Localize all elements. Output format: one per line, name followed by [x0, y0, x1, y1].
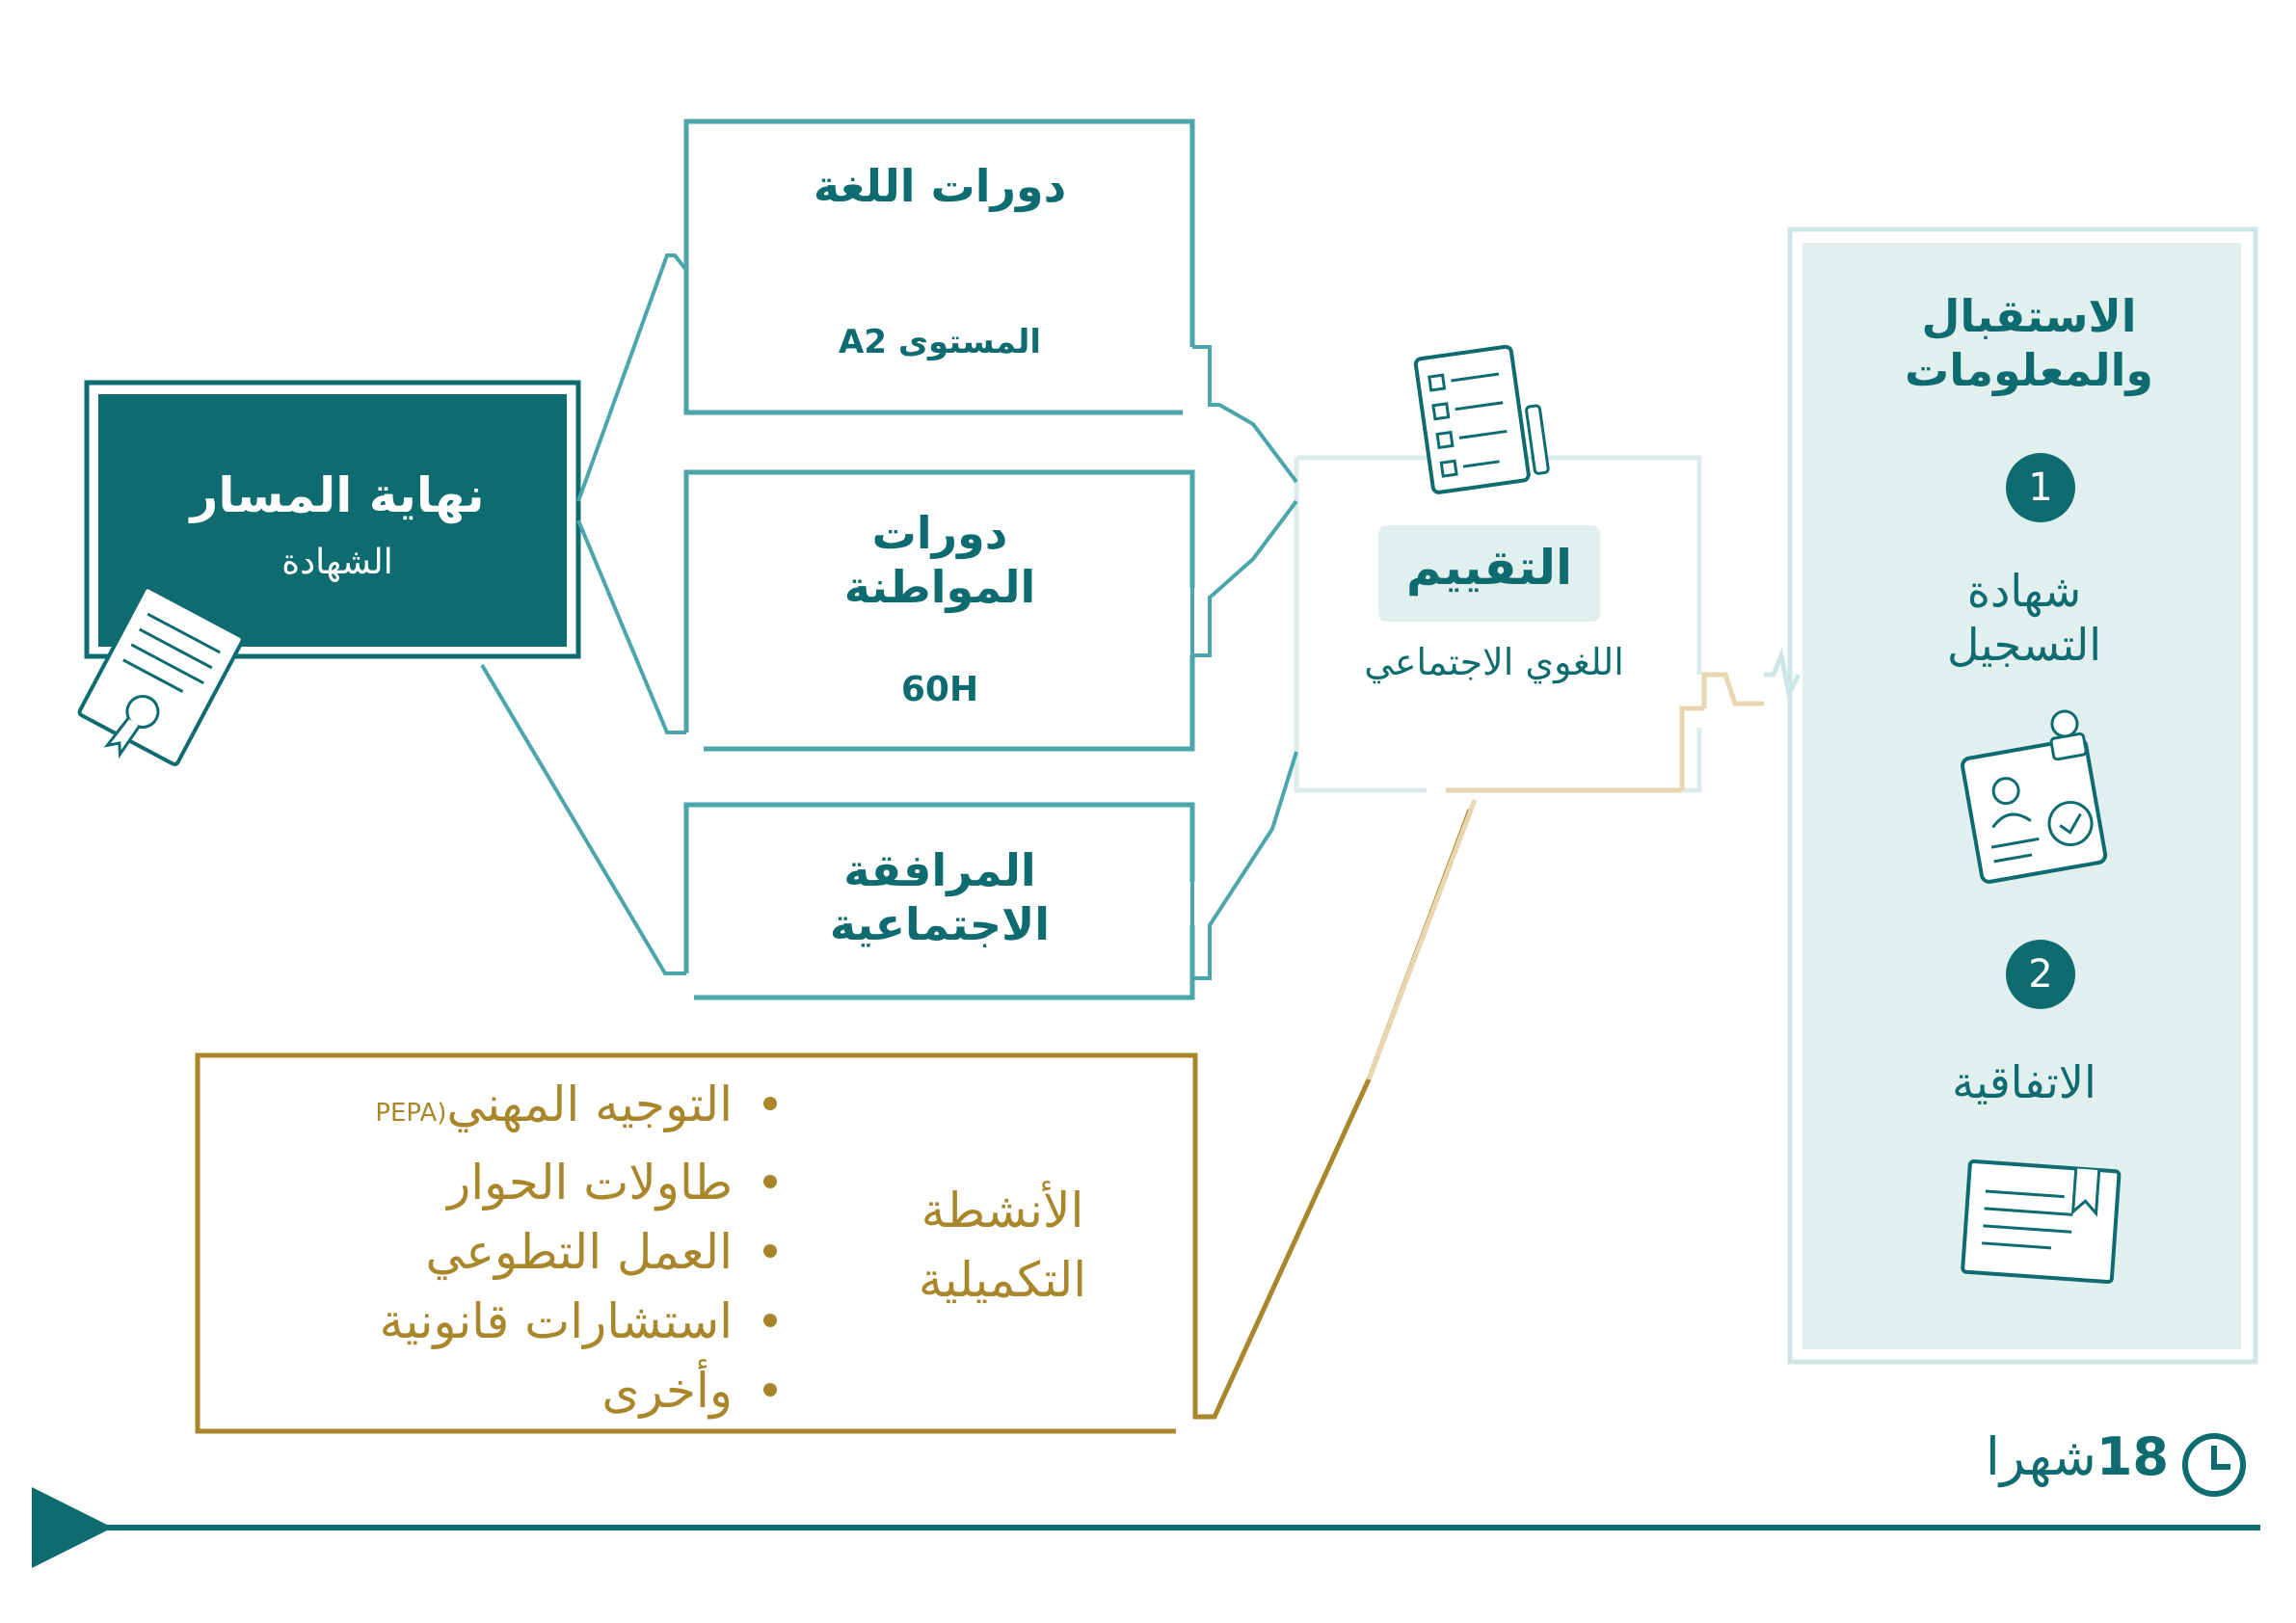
connector-end-language: [576, 253, 688, 502]
checklist-icon: [1413, 344, 1550, 494]
step-2-badge: 2: [2006, 940, 2075, 1009]
end-subtitle: الشهادة: [281, 543, 393, 582]
language-course-title: دورات اللغة: [813, 160, 1067, 212]
language-course-box: [683, 119, 1195, 415]
activities-title: الأنشطة التكميلية: [918, 1183, 1087, 1308]
duration-number: 18: [2096, 1426, 2169, 1487]
activity-item: التوجيه المهني(PEPA: [237, 1070, 777, 1148]
activity-item: طاولات الحوار: [237, 1148, 777, 1217]
citizenship-course-title: دورات المواطنة: [843, 507, 1036, 613]
diploma-icon: [77, 585, 245, 766]
assessment-connector-gold: [1446, 672, 1764, 793]
duration-unit: شهرا: [1985, 1426, 2096, 1487]
assessment-title-bg: [1378, 525, 1600, 622]
agreement-document-icon: [1961, 1159, 2122, 1285]
language-course-level: المستوى A2: [839, 323, 1041, 361]
connector-end-citizenship: [576, 519, 686, 734]
connector-social: [1190, 751, 1298, 980]
registration-certificate-label: شهادة التسجيل: [1946, 565, 2102, 671]
activity-item: استشارات قانونية: [237, 1287, 777, 1356]
end-title: نهاية المسار: [190, 467, 485, 523]
assessment-subtitle: اللغوي الاجتماعي: [1364, 641, 1624, 683]
connector-reception-assessment: [1764, 647, 1802, 702]
assessment-box: [1294, 455, 1702, 793]
end-box-outer: [84, 380, 581, 659]
activities-connector-light: [1366, 799, 1478, 1080]
activity-item: وأخرى: [237, 1356, 777, 1425]
activities-list: التوجيه المهني(PEPA طاولات الحوار العمل …: [237, 1070, 777, 1425]
clock-icon: [2182, 1433, 2246, 1497]
registration-certificate-icon: [1961, 709, 2108, 884]
duration-label: 18شهرا: [1918, 1426, 2169, 1487]
connector-end-social: [480, 663, 686, 975]
connector-citizenship: [1190, 499, 1298, 657]
reception-title: الاستقبال والمعلومات: [1904, 290, 2154, 396]
activities-box: [195, 809, 1473, 1434]
connector-language: [1192, 345, 1298, 484]
assessment-title: التقييم: [1405, 540, 1573, 596]
citizenship-course-box: [683, 469, 1195, 752]
activity-item: العمل التطوعي: [237, 1217, 777, 1287]
reception-panel-outer: [1787, 226, 2258, 1365]
social-support-title: المرافقة الاجتماعية: [829, 844, 1051, 950]
step-1-badge: 1: [2006, 453, 2075, 522]
agreement-label: الاتفاقية: [1952, 1056, 2096, 1108]
citizenship-course-hours: 60H: [900, 670, 979, 709]
